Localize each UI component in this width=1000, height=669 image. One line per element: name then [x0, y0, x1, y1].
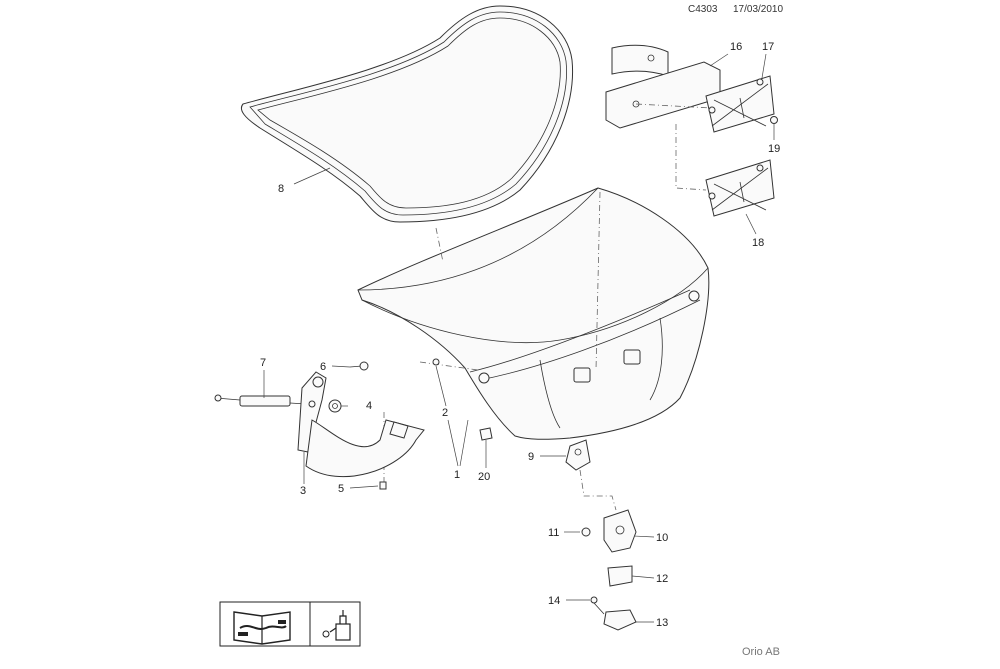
part-13-actuator — [603, 609, 637, 631]
callout-12: 12 — [656, 573, 668, 585]
part-11-nut — [581, 527, 591, 537]
callout-13: 13 — [656, 617, 668, 629]
callout-2: 2 — [442, 407, 448, 419]
lid-handle-right — [623, 349, 641, 365]
callout-11: 11 — [548, 527, 559, 539]
lid-lamp-mount-right — [688, 290, 700, 302]
part-3-hinge — [297, 371, 425, 478]
callout-8: 8 — [278, 183, 284, 195]
part-6-bolt — [349, 361, 369, 371]
leader-lines — [263, 53, 775, 623]
callout-19: 19 — [768, 143, 780, 155]
lid-lamp-mount — [478, 372, 490, 384]
callout-1: 1 — [454, 469, 460, 481]
footer-brand: Orio AB — [742, 646, 780, 658]
lubricant-bottle-icon — [322, 610, 351, 641]
part-18-mounting-plate — [705, 159, 775, 217]
manual-book-icon — [233, 611, 291, 645]
callout-20: 20 — [478, 471, 490, 483]
lid-handle-left — [573, 367, 591, 383]
callout-4: 4 — [366, 400, 372, 412]
callout-5: 5 — [338, 483, 344, 495]
part-2-clip — [432, 358, 440, 366]
part-17-mounting-plate — [705, 75, 775, 133]
part-8-seal — [240, 5, 574, 223]
callout-16: 16 — [730, 41, 742, 53]
drawing-code: C4303 — [688, 4, 718, 15]
callout-14: 14 — [548, 595, 560, 607]
part-19-screw — [770, 116, 778, 124]
callout-6: 6 — [320, 361, 326, 373]
part-20-bumper — [479, 427, 493, 441]
callout-3: 3 — [300, 485, 306, 497]
callout-7: 7 — [260, 357, 266, 369]
part-1-trunk-lid — [357, 187, 710, 440]
part-14-screw — [590, 596, 605, 615]
callout-10: 10 — [656, 532, 668, 544]
callout-18: 18 — [752, 237, 764, 249]
part-4-clip — [328, 399, 342, 413]
drawing-date: 17/03/2010 — [733, 4, 784, 15]
part-12-switch — [607, 565, 633, 587]
callout-9: 9 — [528, 451, 534, 463]
part-7-gas-strut — [214, 394, 307, 407]
callout-17: 17 — [762, 41, 774, 53]
part-5-screw — [379, 481, 387, 490]
part-16-bracket — [605, 44, 721, 129]
part-10-latch — [603, 509, 637, 553]
part-9-lock-cylinder — [565, 439, 591, 471]
legend-box — [219, 601, 361, 647]
